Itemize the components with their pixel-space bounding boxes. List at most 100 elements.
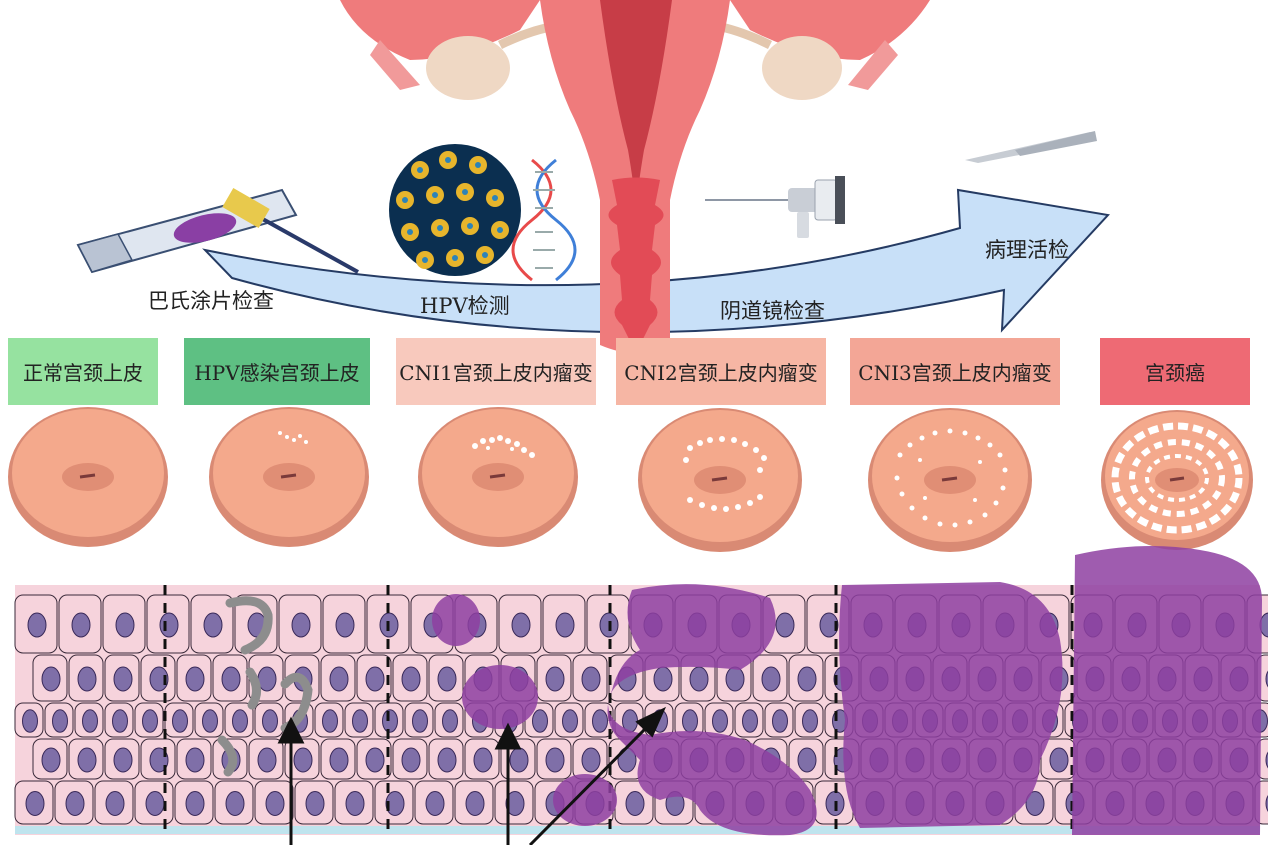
cell-nucleus (27, 612, 47, 638)
cell-nucleus (185, 666, 205, 692)
cell-nucleus (185, 791, 205, 816)
cell-nucleus (345, 791, 365, 816)
cell-nucleus (305, 791, 325, 816)
biopsy-label: 病理活检 (985, 238, 1069, 262)
cell-nucleus (291, 612, 311, 638)
cell-nucleus (465, 791, 485, 816)
cell-nucleus (1025, 791, 1045, 816)
hpv-test-label: HPV检测 (420, 294, 510, 318)
cell-nucleus (653, 666, 673, 692)
cell-nucleus (562, 709, 578, 733)
cell-nucleus (22, 709, 38, 733)
cell-nucleus (442, 709, 458, 733)
cell-nucleus (772, 709, 788, 733)
cell-nucleus (365, 747, 385, 773)
cell-nucleus (257, 747, 277, 773)
cell-nucleus (401, 666, 421, 692)
cell-nucleus (65, 791, 85, 816)
cell-nucleus (437, 747, 457, 773)
stage-hpv-infection: HPV感染宫颈上皮 (184, 338, 370, 405)
cell-nucleus (293, 747, 313, 773)
cell-nucleus (625, 791, 645, 816)
cell-nucleus (113, 747, 133, 773)
cervix-view-cin2 (638, 408, 802, 552)
slide-icon (76, 187, 359, 274)
cell-nucleus (511, 612, 531, 638)
cell-nucleus (265, 791, 285, 816)
cell-nucleus (1049, 747, 1069, 773)
cell-nucleus (555, 612, 575, 638)
cell-nucleus (712, 709, 728, 733)
cell-nucleus (113, 666, 133, 692)
cell-nucleus (335, 612, 355, 638)
dna-icon (511, 158, 577, 282)
cell-nucleus (473, 747, 493, 773)
cell-nucleus (159, 612, 179, 638)
cell-nucleus (761, 666, 781, 692)
cell-nucleus (115, 612, 135, 638)
epithelium-section (14, 546, 1268, 845)
pap-smear-label: 巴氏涂片检查 (148, 289, 274, 313)
cell-nucleus (545, 747, 565, 773)
cell-nucleus (401, 747, 421, 773)
cell-nucleus (775, 612, 795, 638)
cell-nucleus (592, 709, 608, 733)
cell-nucleus (689, 666, 709, 692)
cell-nucleus (25, 791, 45, 816)
cell-nucleus (185, 747, 205, 773)
cell-nucleus (365, 666, 385, 692)
cell-nucleus (509, 747, 529, 773)
cell-nucleus (382, 709, 398, 733)
colposcope-icon (705, 176, 845, 238)
cell-nucleus (532, 709, 548, 733)
cell-nucleus (437, 666, 457, 692)
cell-nucleus (232, 709, 248, 733)
cell-nucleus (819, 612, 839, 638)
cell-nucleus (142, 709, 158, 733)
cell-nucleus (581, 666, 601, 692)
cell-nucleus (112, 709, 128, 733)
cell-nucleus (581, 747, 601, 773)
cell-nucleus (225, 791, 245, 816)
cell-nucleus (145, 791, 165, 816)
stage-cervical-cancer: 宫颈癌 (1100, 338, 1250, 405)
cell-nucleus (203, 612, 223, 638)
colposcopy-label: 阴道镜检查 (720, 299, 825, 323)
cell-nucleus (77, 666, 97, 692)
cell-nucleus (41, 747, 61, 773)
stage-cin2: CNI2宫颈上皮内瘤变 (616, 338, 826, 405)
cell-nucleus (545, 666, 565, 692)
cell-nucleus (77, 747, 97, 773)
cervix-view-cancer (1101, 410, 1253, 550)
cervix-view-cin3 (868, 408, 1032, 552)
cell-nucleus (172, 709, 188, 733)
cell-nucleus (322, 709, 338, 733)
cell-nucleus (202, 709, 218, 733)
cell-nucleus (221, 666, 241, 692)
cervix-views (8, 407, 1253, 552)
cervix-view-hpv (209, 407, 369, 547)
cell-nucleus (71, 612, 91, 638)
cell-nucleus (797, 666, 817, 692)
cervix-view-normal (8, 407, 168, 547)
cell-nucleus (52, 709, 68, 733)
cell-nucleus (725, 666, 745, 692)
stage-cin1: CNI1宫颈上皮内瘤变 (396, 338, 596, 405)
cell-nucleus (329, 747, 349, 773)
cell-nucleus (802, 709, 818, 733)
cell-nucleus (425, 791, 445, 816)
cell-nucleus (505, 791, 525, 816)
cell-nucleus (412, 709, 428, 733)
cell-nucleus (105, 791, 125, 816)
cell-nucleus (682, 709, 698, 733)
scalpel-icon (965, 131, 1097, 163)
cell-nucleus (329, 666, 349, 692)
cervix-view-cin1 (418, 407, 578, 547)
procedure-arrow (202, 188, 1110, 334)
cell-nucleus (82, 709, 98, 733)
hpv-virus-icon (389, 144, 521, 276)
cell-nucleus (742, 709, 758, 733)
cell-nucleus (385, 791, 405, 816)
cell-nucleus (352, 709, 368, 733)
